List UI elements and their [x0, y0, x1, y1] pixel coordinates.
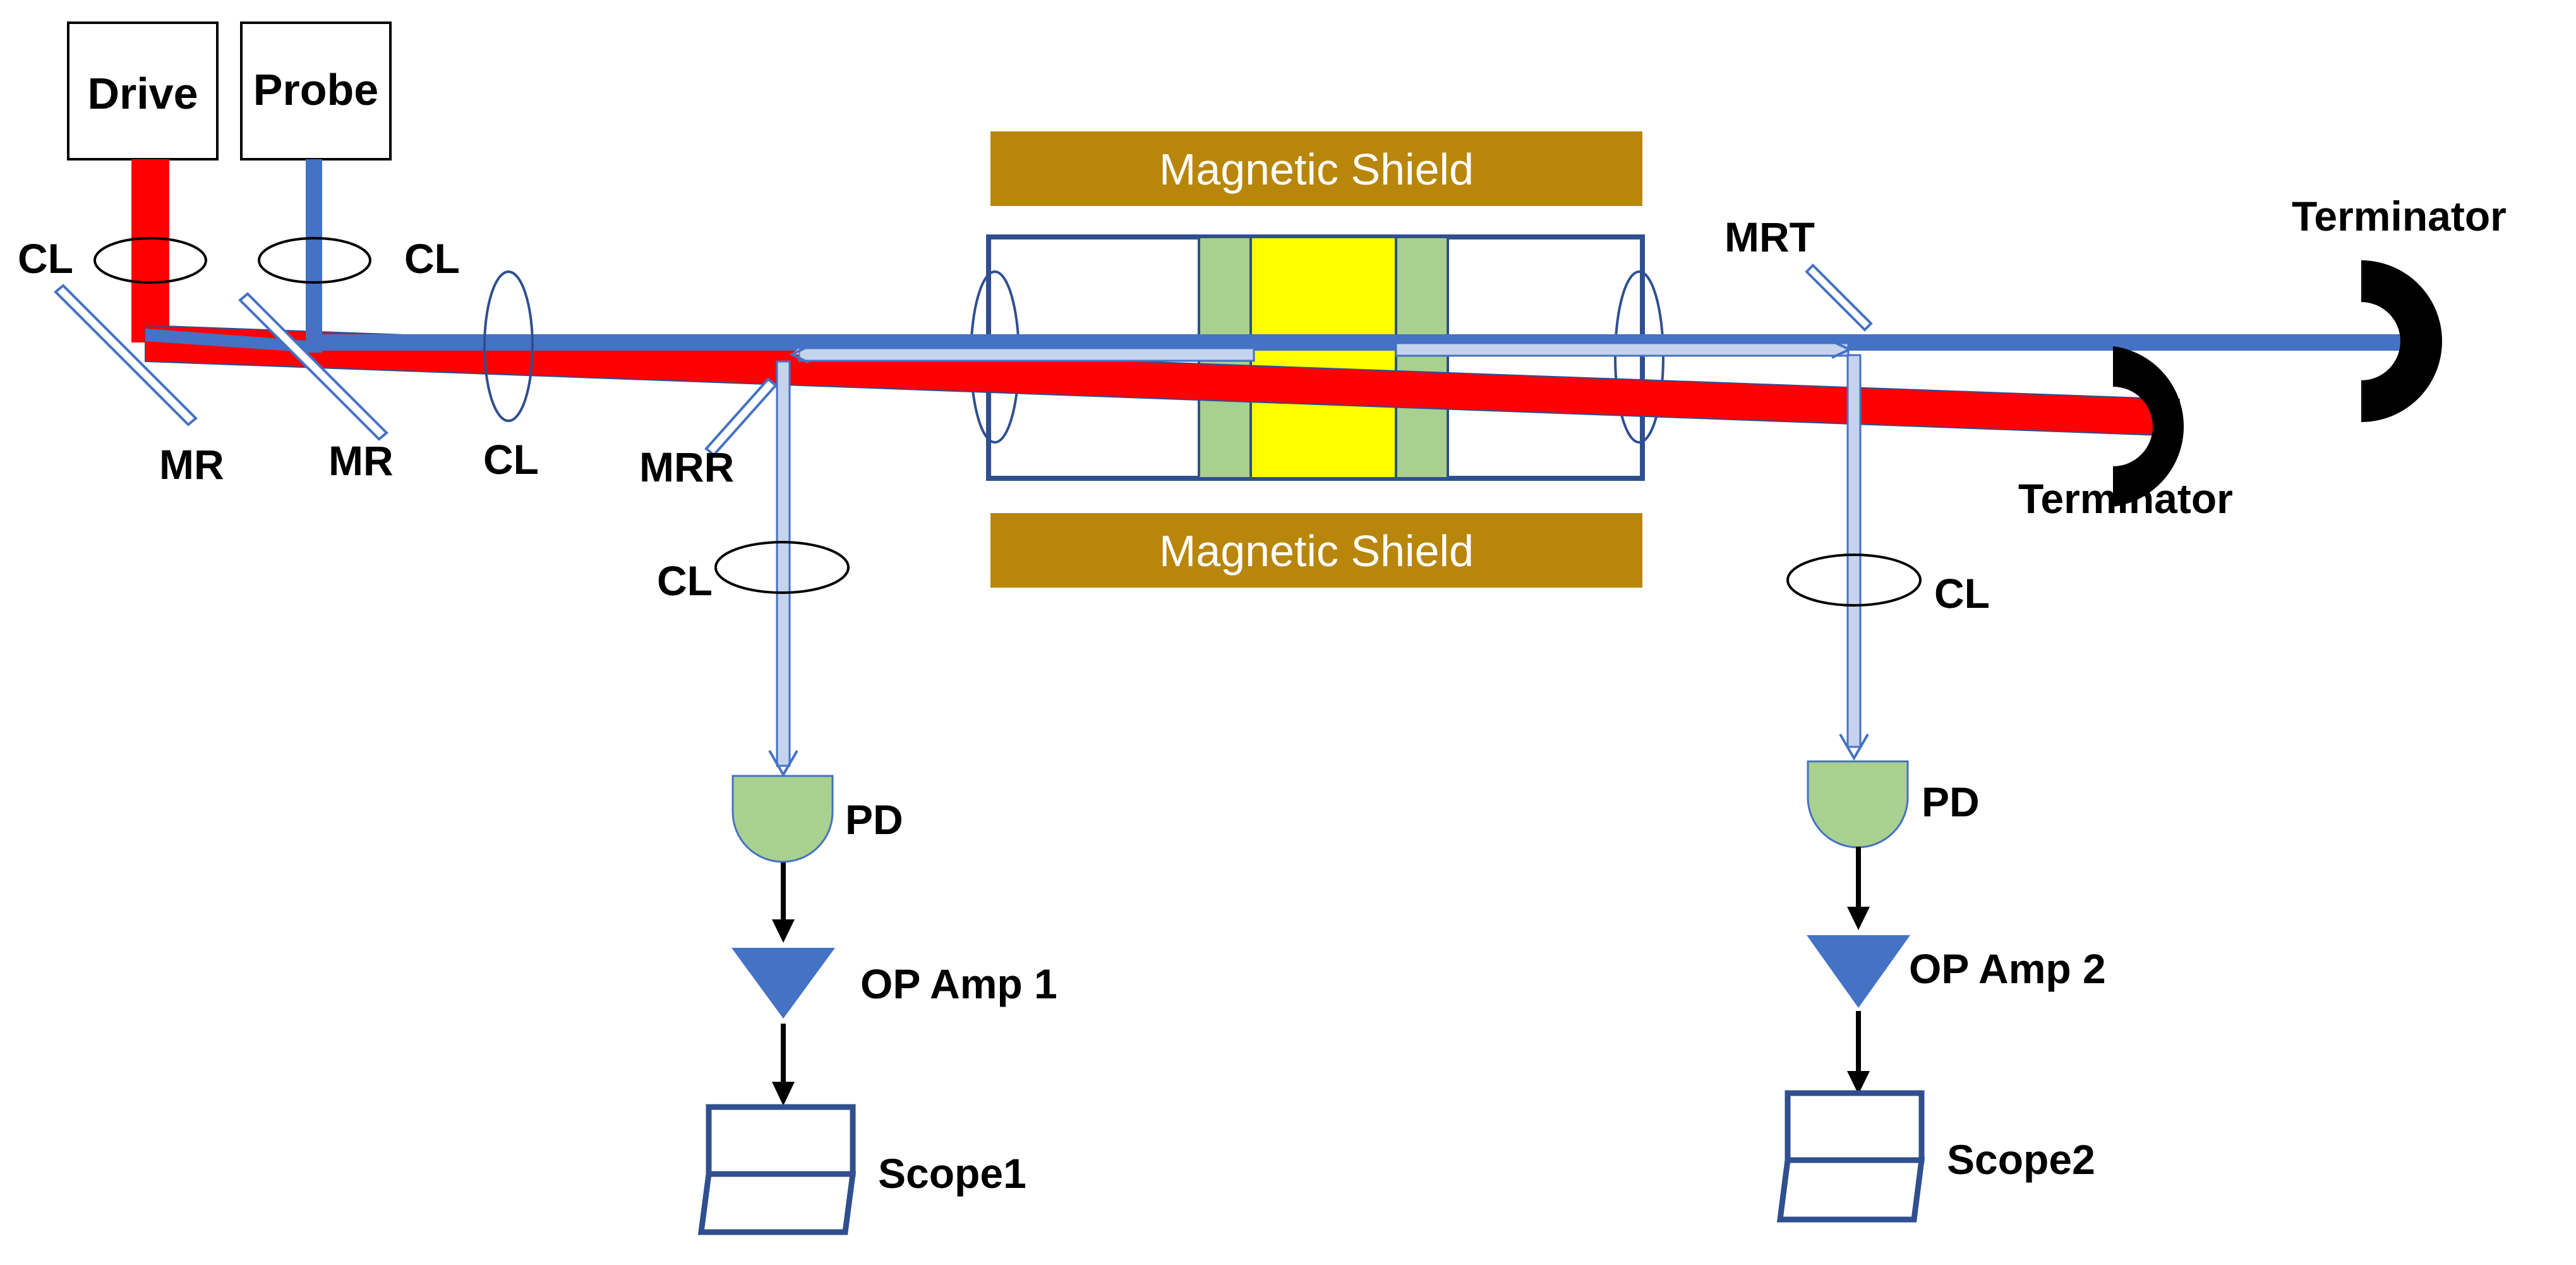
scope2-label: Scope2: [1947, 1136, 2095, 1183]
cell-body: [1249, 236, 1397, 480]
probe-cylindrical-lens: [258, 237, 371, 284]
cl-right-label: CL: [1934, 570, 1990, 617]
cl-left-label: CL: [657, 557, 713, 604]
op-amp-1-label: OP Amp 1: [860, 960, 1057, 1007]
op-amp-left: [731, 948, 835, 1019]
op-amp-2-label: OP Amp 2: [1909, 945, 2106, 992]
op-amp-right: [1807, 935, 1910, 1008]
pd-right-label: PD: [1922, 778, 1980, 825]
terminator-upper: [2361, 260, 2442, 422]
drive-label: Drive: [87, 69, 198, 118]
drive-cylindrical-lens: [93, 237, 207, 284]
return-beams: [768, 340, 1869, 777]
mrr-mirror: [704, 377, 778, 457]
mrr-label: MRR: [639, 444, 734, 490]
photodiode-right: [1807, 760, 1909, 849]
pd-left-label: PD: [845, 796, 903, 843]
mrt-mirror: [1805, 263, 1873, 332]
shield-bottom-label: Magnetic Shield: [1159, 526, 1474, 576]
cl-drive-label: CL: [18, 235, 73, 282]
cell-window-right: [1395, 236, 1449, 480]
scope-right: [1776, 1090, 1925, 1223]
terminator-lower-label: Terminator: [2018, 475, 2233, 522]
probe-laser-box: Probe: [240, 21, 392, 160]
mr-probe-label: MR: [328, 437, 394, 484]
terminator-lower: [2113, 346, 2184, 507]
cl-probe-label: CL: [404, 235, 460, 282]
drive-mirror: [54, 284, 198, 427]
mr-drive-label: MR: [159, 441, 224, 488]
shield-top-label: Magnetic Shield: [1159, 145, 1474, 194]
cl-beam-label: CL: [483, 436, 539, 483]
cell-lens-right: [1614, 270, 1664, 444]
mrt-label: MRT: [1724, 214, 1815, 260]
terminator-upper-label: Terminator: [2292, 193, 2507, 239]
signal-arrows: [772, 847, 1870, 1106]
left-cylindrical-lens: [714, 541, 850, 594]
scope-left: [697, 1104, 857, 1235]
probe-mirror: [238, 292, 388, 441]
beam-cylindrical-lens: [483, 270, 534, 422]
photodiode-left: [731, 775, 834, 863]
scope1-label: Scope1: [878, 1150, 1026, 1197]
magnetic-shield-top: Magnetic Shield: [990, 131, 1642, 206]
right-cylindrical-lens: [1786, 554, 1922, 607]
drive-laser-box: Drive: [67, 21, 219, 160]
probe-label: Probe: [253, 65, 378, 114]
magnetic-shield-bottom: Magnetic Shield: [990, 513, 1642, 588]
